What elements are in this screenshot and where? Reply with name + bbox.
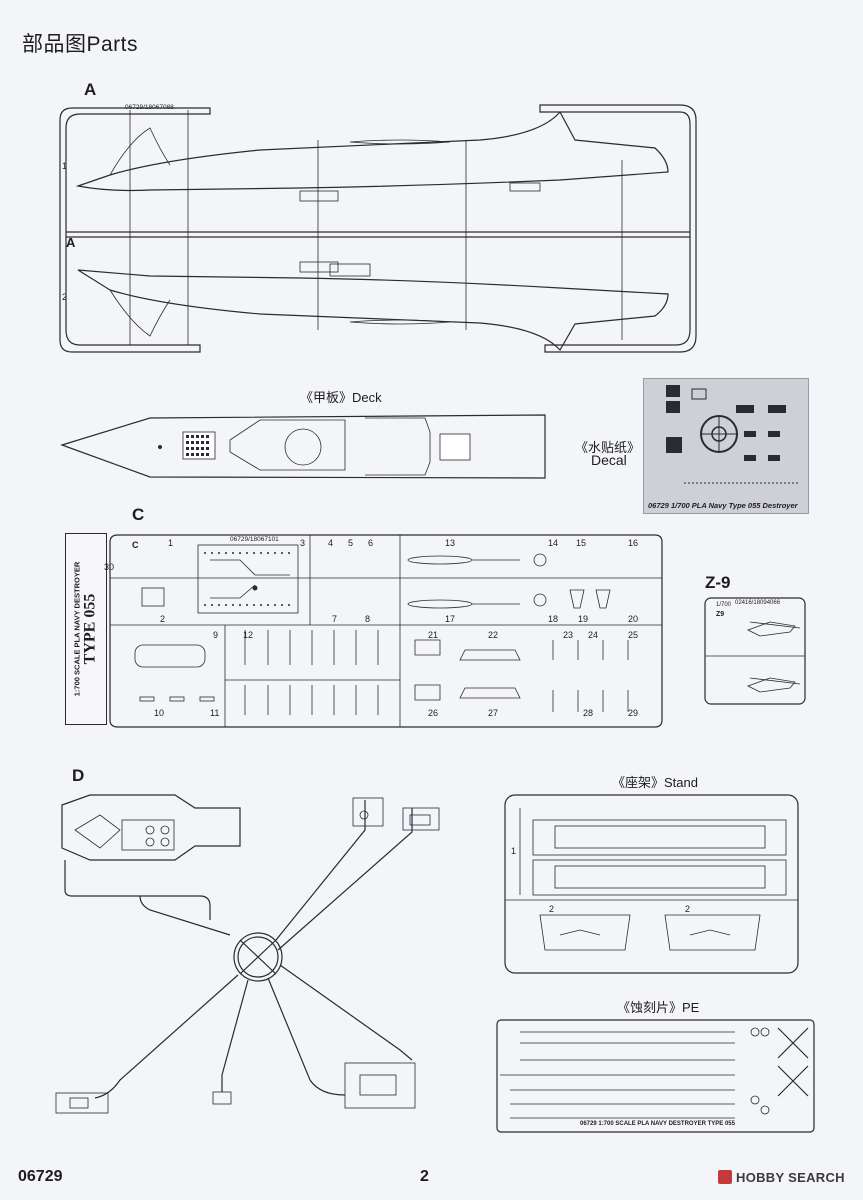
c-num-27: 27 xyxy=(488,708,499,718)
c-num-21: 21 xyxy=(428,630,439,640)
section-z9-label: Z-9 xyxy=(705,573,731,592)
c-num-10: 10 xyxy=(154,708,165,718)
stand-sprue xyxy=(504,794,799,974)
deck-caption: 《甲板》Deck xyxy=(300,390,382,405)
section-d-label: D xyxy=(72,766,85,785)
sprue-a-tag: A xyxy=(66,235,76,250)
deck-part xyxy=(60,414,546,479)
decal-caption-en: Decal xyxy=(591,452,627,468)
decal-art xyxy=(666,385,799,484)
sprue-c-side-small: 1:700 SCALE PLA NAVY DESTROYER xyxy=(72,561,82,697)
stand-part-1: 1 xyxy=(511,846,517,856)
c-num-11: 11 xyxy=(210,708,220,718)
decal-code: 06729 1/700 PLA Navy Type 055 Destroyer xyxy=(648,501,798,510)
sprue-c-frame xyxy=(109,534,663,728)
c-num-14: 14 xyxy=(548,538,559,548)
c-num-4: 4 xyxy=(328,538,334,548)
sprue-c-tag: C xyxy=(132,540,139,550)
c-num-5: 5 xyxy=(348,538,354,548)
c-num-17: 17 xyxy=(445,614,456,624)
c-num-16: 16 xyxy=(628,538,639,548)
pe-code: 06729 1:700 SCALE PLA NAVY DESTROYER TYP… xyxy=(580,1121,735,1127)
c-num-29: 29 xyxy=(628,708,639,718)
c-num-2: 2 xyxy=(160,614,166,624)
product-code: 06729 xyxy=(18,1168,63,1185)
stand-part-2a: 2 xyxy=(549,904,555,914)
c-num-20: 20 xyxy=(628,614,639,624)
section-c-label: C xyxy=(132,505,145,524)
decal-caption-cn: 《水贴纸》 xyxy=(575,440,641,455)
page-number: 2 xyxy=(420,1168,429,1185)
c-num-7: 7 xyxy=(332,614,338,624)
c-num-30: 30 xyxy=(104,562,115,572)
c-num-28: 28 xyxy=(583,708,594,718)
c-num-24: 24 xyxy=(588,630,599,640)
c-num-22: 22 xyxy=(488,630,499,640)
sprue-a-frame xyxy=(59,104,697,353)
sprue-a-part-1: 1 xyxy=(62,161,68,171)
page-title: 部品图Parts xyxy=(22,33,139,56)
c-num-8: 8 xyxy=(365,614,371,624)
decal-sheet: 06729 1/700 PLA Navy Type 055 Destroyer xyxy=(643,378,809,514)
z9-tag: Z9 xyxy=(716,611,725,618)
c-num-12: 12 xyxy=(243,630,254,640)
c-num-26: 26 xyxy=(428,708,439,718)
sprue-c-small-parts xyxy=(244,553,629,715)
sprue-c-code: 06729/18067101 xyxy=(230,536,279,543)
c-num-3: 3 xyxy=(300,538,306,548)
hull-part-a1 xyxy=(75,110,669,202)
z9-scale: 1/700 xyxy=(716,602,732,608)
hull-part-a2 xyxy=(77,261,669,352)
sprue-d xyxy=(55,794,440,1114)
z9-code: 02416/18094066 xyxy=(735,600,781,606)
c-num-1: 1 xyxy=(168,538,174,548)
c-num-23: 23 xyxy=(563,630,574,640)
watermark-logo-icon xyxy=(718,1170,732,1184)
watermark-text: HOBBY SEARCH xyxy=(736,1170,845,1185)
c-num-13: 13 xyxy=(445,538,456,548)
c-num-15: 15 xyxy=(576,538,587,548)
section-a-label: A xyxy=(84,80,97,99)
c-num-25: 25 xyxy=(628,630,639,640)
stand-part-2b: 2 xyxy=(685,904,691,914)
sprue-a-part-2: 2 xyxy=(62,292,68,302)
c-num-18: 18 xyxy=(548,614,559,624)
sprue-c-side-label: 1:700 SCALE PLA NAVY DESTROYER TYPE 055 xyxy=(65,533,107,725)
pe-caption: 《蚀刻片》PE xyxy=(617,1000,700,1015)
c-num-9: 9 xyxy=(213,630,219,640)
sprue-z9-frame xyxy=(704,597,806,705)
pe-fret xyxy=(496,1019,815,1133)
c-num-19: 19 xyxy=(578,614,589,624)
c-num-6: 6 xyxy=(368,538,374,548)
stand-caption: 《座架》Stand xyxy=(612,775,698,790)
sprue-c-deck-plate xyxy=(134,544,299,702)
sprue-c-side-big: TYPE 055 xyxy=(81,593,99,665)
watermark: HOBBY SEARCH xyxy=(718,1170,845,1185)
